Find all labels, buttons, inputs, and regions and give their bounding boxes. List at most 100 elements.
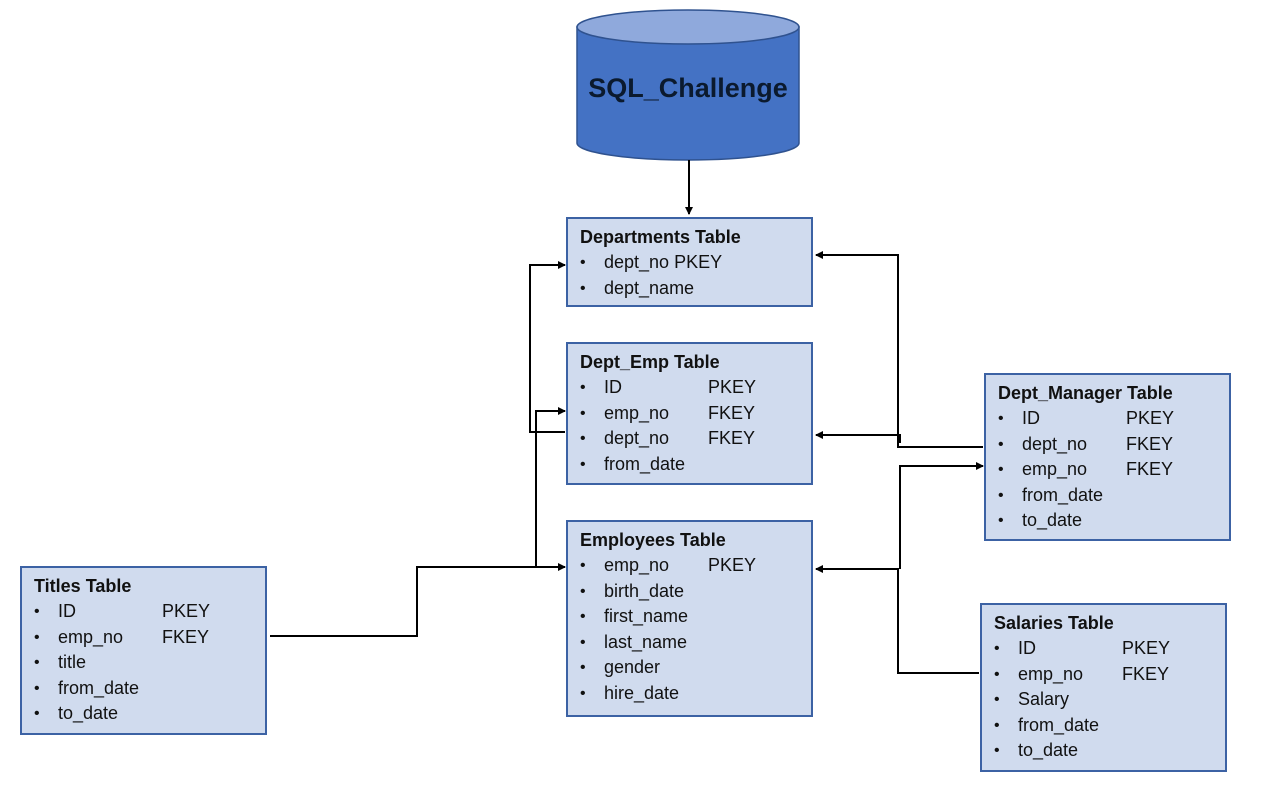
field-list: • emp_no PKEY • birth_date • first_name • las… [580,553,801,706]
field-name: to_date [58,703,119,723]
field-row: • emp_no FKEY [994,662,1215,688]
bullet-icon: • [34,628,40,646]
field-name: first_name [604,606,689,626]
bullet-icon: • [580,430,586,447]
field-name: to_date [1022,510,1083,530]
bullet-icon: • [34,603,40,620]
bullet-icon: • [994,716,1000,734]
field-key: FKEY [162,626,210,647]
field-key: PKEY [162,601,211,621]
field-name: from_date [604,453,686,474]
field-row: • first_name [580,604,801,630]
field-row: • hire_date [580,681,801,707]
bullet-icon: • [998,410,1004,427]
field-row: • ID PKEY [994,636,1215,662]
field-name: ID [604,377,622,397]
field-name: emp_no [604,402,670,423]
field-key: PKEY [708,377,757,397]
database-label: SQL_Challenge [588,73,788,103]
field-row: • emp_no FKEY [34,625,255,651]
field-row: • ID PKEY [34,599,255,625]
field-name: from_date [1018,714,1100,735]
connector-titles-to-employees [270,563,566,637]
table-title: Employees Table [580,530,726,550]
field-name: title [58,652,87,672]
connector-salaries-to-employees [815,565,979,674]
field-name: dept_no [1022,433,1088,454]
field-name: ID [1018,638,1036,658]
bullet-icon: • [994,640,1000,657]
field-name: ID [58,601,76,621]
field-name: emp_no [1018,663,1084,684]
table-title: Departments Table [580,227,741,247]
connector-employees-to-dept-manager [899,462,984,569]
field-key: FKEY [708,428,756,448]
bullet-icon: • [580,404,586,422]
bullet-icon: • [580,608,586,625]
bullet-icon: • [580,633,586,651]
field-key: FKEY [1126,433,1174,454]
field-name: hire_date [604,682,680,703]
bullet-icon: • [998,512,1004,529]
field-row: • dept_no PKEY [580,250,801,276]
titles-table: Titles Table • ID PKEY • emp_no FKEY • title … [20,566,267,735]
field-key: FKEY [1122,663,1170,684]
table-title: Titles Table [34,576,132,596]
field-name: from_date [1022,484,1104,505]
bullet-icon: • [34,679,40,697]
field-list: • ID PKEY • emp_no FKEY • dept_no FKEY • from_d… [580,375,801,477]
bullet-icon: • [580,279,586,297]
bullet-icon: • [580,254,586,271]
bullet-icon: • [998,461,1004,478]
field-row: • dept_no FKEY [998,432,1219,458]
field-row: • to_date [998,508,1219,534]
connector-dept-manager-to-departments [815,251,983,448]
table-title: Dept_Emp Table [580,352,720,372]
field-row: • last_name [580,630,801,656]
bullet-icon: • [994,691,1000,708]
field-row: •from_date [34,676,255,702]
connector-dept-emp-to-departments [529,261,566,433]
bullet-icon: • [580,684,586,702]
connector-dept-manager-to-dept-emp [815,431,901,443]
bullet-icon: • [580,455,586,473]
database-cylinder-icon [576,9,800,161]
bullet-icon: • [580,582,586,600]
field-row: •to_date [994,738,1215,764]
field-key: FKEY [1126,459,1174,479]
table-title: Dept_Manager Table [998,383,1173,403]
field-name: dept_no [604,428,670,448]
bullet-icon: • [998,435,1004,453]
table-title: Salaries Table [994,613,1114,633]
field-key: PKEY [1126,408,1175,428]
field-list: • ID PKEY • emp_no FKEY • title •from_date • t… [34,599,255,727]
employees-table: Employees Table • emp_no PKEY • birth_date … [566,520,813,717]
bullet-icon: • [34,705,40,722]
field-row: •from_date [998,483,1219,509]
bullet-icon: • [34,654,40,671]
field-key: FKEY [708,402,756,423]
bullet-icon: • [994,665,1000,683]
field-name: last_name [604,631,688,652]
field-key: PKEY [708,555,757,575]
field-name: birth_date [604,580,685,601]
field-row: • dept_name [580,276,801,302]
field-key: PKEY [1122,638,1171,658]
departments-table: Departments Table • dept_no PKEY • dept_na… [566,217,813,307]
field-name: emp_no [58,626,124,647]
bullet-icon: • [994,742,1000,759]
field-row: • birth_date [580,579,801,605]
field-name: dept_no PKEY [604,252,723,272]
field-name: dept_name [604,277,695,298]
field-row: • emp_no FKEY [580,401,801,427]
field-name: emp_no [604,555,670,575]
